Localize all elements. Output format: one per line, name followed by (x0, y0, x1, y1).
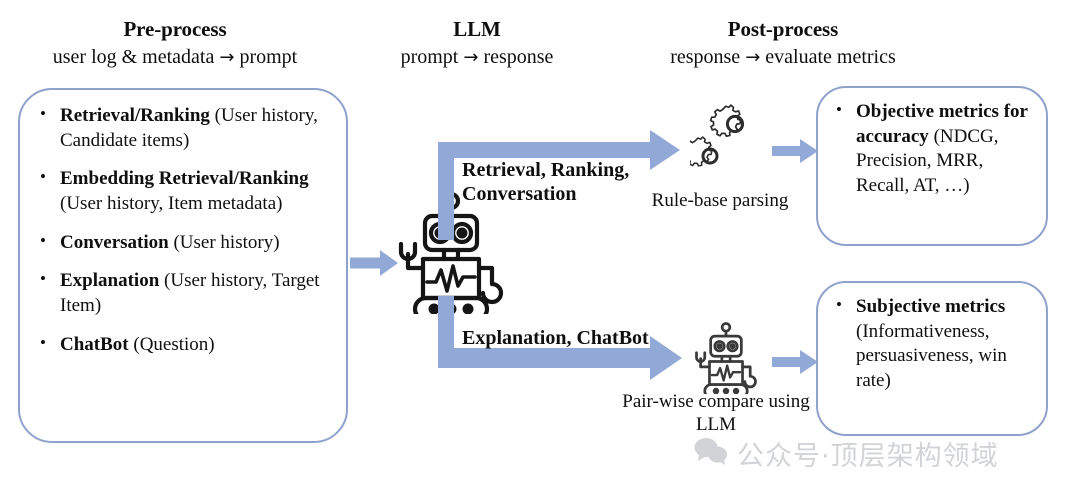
path-label-bottom: Explanation, ChatBot (462, 327, 649, 349)
path-label-top: Retrieval, Ranking, Conversation (462, 159, 630, 206)
subjective-metrics-list: Subjective metrics (Informativeness, per… (830, 294, 1034, 394)
task-name: Embedding Retrieval/Ranking (60, 168, 309, 190)
column-header-post-process: Post-process response → evaluate metrics (630, 16, 936, 70)
task-detail: (User history, Item metadata) (60, 193, 283, 215)
arrow-shaft (350, 257, 380, 269)
llm-subtitle-left: prompt (400, 46, 459, 69)
arrow-shaft (772, 357, 800, 367)
pre-process-subtitle: user log & metadata → prompt (20, 45, 330, 70)
post-process-subtitle: response → evaluate metrics (630, 45, 936, 70)
metric-name: Subjective metrics (856, 296, 1006, 317)
subjective-metrics-box: Subjective metrics (Informativeness, per… (816, 281, 1048, 436)
objective-metrics-list: Objective metrics for accuracy (NDCG, Pr… (830, 99, 1034, 199)
post-process-subtitle-left: response (670, 46, 741, 69)
column-header-llm: LLM prompt → response (368, 16, 586, 70)
llm-subtitle: prompt → response (368, 45, 586, 70)
arrow-glyph-icon: → (745, 47, 761, 69)
gears-icon (683, 104, 764, 185)
pre-process-title: Pre-process (123, 17, 227, 41)
arrow-llm-to-compare-icon (432, 296, 684, 386)
llm-subtitle-right: response (483, 46, 554, 69)
post-process-subtitle-right: evaluate metrics (765, 46, 896, 69)
llm-title: LLM (453, 17, 501, 41)
arrow-preprocess-to-llm-icon (350, 250, 398, 276)
list-item: ChatBot (Question) (34, 332, 330, 358)
task-detail: (User history) (168, 231, 280, 253)
robot-small-icon (690, 322, 762, 399)
list-item: Retrieval/Ranking (User history, Candida… (34, 103, 330, 153)
task-detail: (User history, Target Item) (60, 270, 320, 317)
arrow-head (800, 350, 818, 374)
task-name: Retrieval/Ranking (60, 105, 210, 126)
arrow-head (380, 250, 398, 276)
metric-name: Objective metrics for accuracy (856, 101, 1028, 147)
metric-detail: (NDCG, Precision, MRR, Recall, AT, …) (856, 125, 999, 197)
watermark: 公众号·顶层架构领域 (694, 434, 999, 473)
arrow-compare-to-subjective-icon (772, 350, 818, 374)
arrow-llm-to-gears-icon (432, 130, 682, 240)
arrow-shaft (772, 146, 800, 156)
arrow-gears-to-objective-icon (772, 139, 818, 163)
list-item: Embedding Retrieval/Ranking (User histor… (34, 166, 330, 216)
task-detail: (Question) (128, 333, 215, 355)
list-item: Conversation (User history) (34, 230, 330, 256)
rule-base-parsing-caption: Rule-base parsing (651, 190, 789, 211)
pre-process-subtitle-right: prompt (239, 46, 298, 69)
metric-detail: (Informativeness, persuasiveness, win ra… (856, 320, 1007, 392)
pre-process-task-list: Retrieval/Ranking (User history, Candida… (34, 103, 330, 358)
watermark-text: 公众号·顶层架构领域 (737, 441, 999, 472)
arrow-head (800, 139, 818, 163)
list-item: Explanation (User history, Target Item) (34, 268, 330, 318)
list-item: Objective metrics for accuracy (NDCG, Pr… (830, 99, 1034, 199)
pre-process-task-box: Retrieval/Ranking (User history, Candida… (18, 88, 348, 443)
task-name: Conversation (60, 231, 169, 253)
task-name: ChatBot (60, 333, 129, 355)
list-item: Subjective metrics (Informativeness, per… (830, 294, 1034, 394)
pre-process-subtitle-left: user log & metadata (52, 46, 215, 69)
objective-metrics-box: Objective metrics for accuracy (NDCG, Pr… (816, 86, 1048, 246)
task-name: Explanation (60, 270, 160, 292)
column-header-pre-process: Pre-process user log & metadata → prompt (20, 16, 330, 70)
pairwise-compare-caption: Pair-wise compare using LLM (622, 391, 810, 436)
post-process-title: Post-process (727, 17, 839, 41)
arrow-glyph-icon: → (219, 47, 235, 69)
arrow-glyph-icon: → (463, 47, 479, 69)
wechat-icon (694, 437, 728, 470)
task-detail: (User history, Candidate items) (60, 105, 318, 151)
